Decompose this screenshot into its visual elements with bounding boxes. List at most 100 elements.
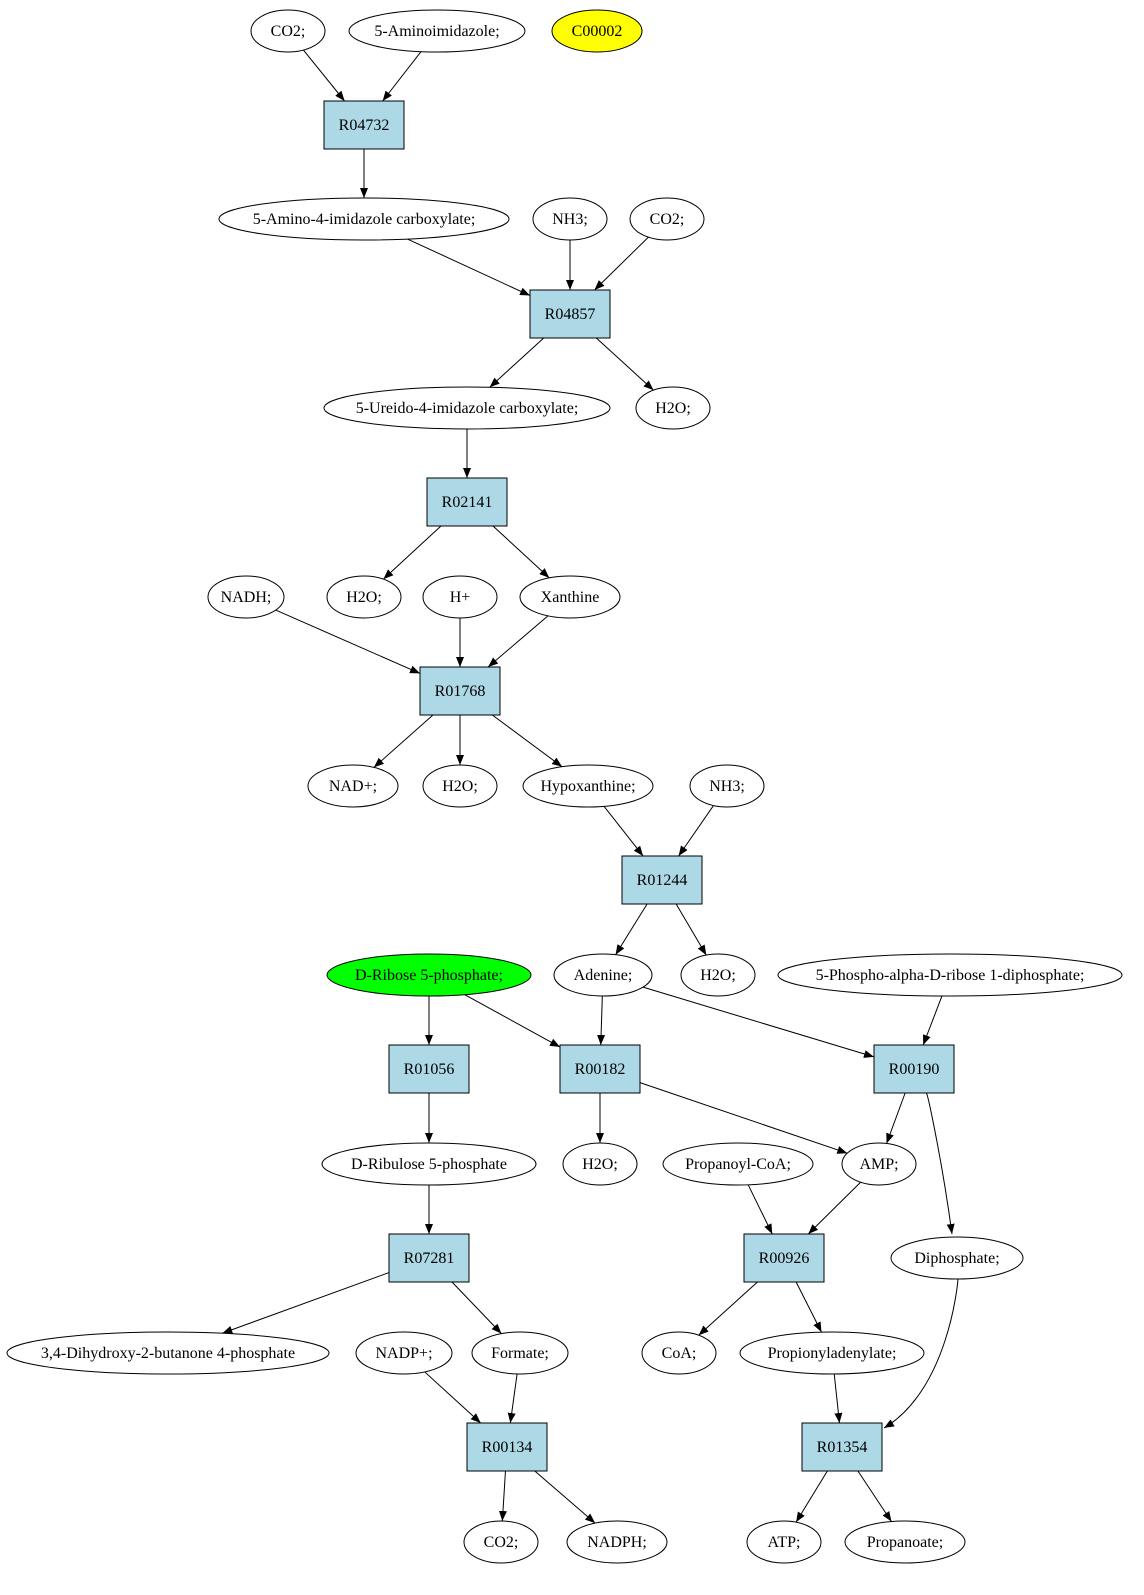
compound-ellipse [551,9,643,53]
edge-r01354-to-atp [795,1470,828,1523]
compound-ellipse [890,1236,1024,1280]
compound-node-nadh[interactable]: NADH; [207,575,285,619]
compound-node-nh3_a[interactable]: NH3; [532,197,608,241]
node-label: R00190 [889,1061,940,1078]
reaction-box [801,1422,883,1472]
compound-node-co2_c[interactable]: CO2; [463,1520,539,1564]
node-label: R04732 [339,117,390,134]
node-label: ATP; [768,1534,801,1551]
compound-node-ribose5p[interactable]: D-Ribose 5-phosphate; [326,953,532,997]
edge-co2_b-to-r04857 [594,236,649,291]
compound-node-h2o_a[interactable]: H2O; [635,386,711,430]
compound-ellipse [323,386,611,430]
node-label: Formate; [491,1345,549,1362]
compound-node-xanthine[interactable]: Xanthine [519,575,621,619]
edge-adenine-to-r00190 [642,986,875,1058]
compound-node-diphosphate[interactable]: Diphosphate; [890,1236,1024,1280]
compound-ellipse [532,197,608,241]
node-label: 3,4-Dihydroxy-2-butanone 4-phosphate [41,1345,295,1362]
node-label: Hypoxanthine; [540,778,635,795]
node-label: Adenine; [574,967,633,984]
reaction-node-r01354[interactable]: R01354 [801,1422,883,1472]
compound-node-hplus[interactable]: H+ [422,575,498,619]
node-label: D-Ribulose 5-phosphate [351,1156,507,1173]
compound-node-amino_carboxylate[interactable]: 5-Amino-4-imidazole carboxylate; [218,197,510,241]
node-label: R01056 [404,1061,455,1078]
compound-node-h2o_e[interactable]: H2O; [562,1142,638,1186]
node-label: Xanthine [541,589,600,606]
compound-node-propanoylcoa[interactable]: Propanoyl-CoA; [662,1142,814,1186]
reaction-node-r07281[interactable]: R07281 [388,1233,470,1283]
reaction-node-r00134[interactable]: R00134 [466,1422,548,1472]
reaction-node-r01768[interactable]: R01768 [419,666,501,716]
compound-node-atp[interactable]: ATP; [746,1520,822,1564]
node-label: NH3; [709,778,745,795]
edge-r00190-to-diphosphate [925,1092,955,1235]
edge-aminoimidazole-to-r04732 [382,51,422,102]
edges-layer [222,49,959,1524]
compound-ellipse [422,764,498,808]
edge-hypoxanthine-to-r01244 [603,806,644,857]
node-label: R01244 [637,872,688,889]
compound-node-ureido_carboxylate[interactable]: 5-Ureido-4-imidazole carboxylate; [323,386,611,430]
compound-node-formate[interactable]: Formate; [471,1331,569,1375]
reaction-box [743,1233,825,1283]
node-label: H2O; [442,778,478,795]
reaction-node-r00926[interactable]: R00926 [743,1233,825,1283]
node-label: CoA; [662,1345,697,1362]
reaction-box [419,666,501,716]
compound-node-propionyladenylate[interactable]: Propionyladenylate; [739,1331,925,1375]
compound-ellipse [250,9,326,53]
node-label: NADPH; [587,1534,647,1551]
compound-node-hypoxanthine[interactable]: Hypoxanthine; [522,764,654,808]
edge-r04857-to-h2o_a [595,337,654,391]
edge-r00134-to-nadph [534,1470,596,1524]
node-label: CO2; [650,211,685,228]
edge-co2_a-to-r04732 [303,49,345,102]
reaction-node-r01056[interactable]: R01056 [388,1044,470,1094]
reaction-node-r04857[interactable]: R04857 [529,289,611,339]
compound-node-h2o_d[interactable]: H2O; [680,953,756,997]
edge-ribose5p-to-r00182 [464,994,561,1048]
reaction-node-r00182[interactable]: R00182 [559,1044,641,1094]
edge-diphosphate-to-r01354 [883,1278,959,1429]
edge-r02141-to-xanthine [492,525,550,579]
compound-node-ribulose5p[interactable]: D-Ribulose 5-phosphate [321,1142,537,1186]
compound-node-coa[interactable]: CoA; [641,1331,717,1375]
node-label: R00134 [482,1439,533,1456]
compound-node-nadpplus[interactable]: NADP+; [355,1331,453,1375]
compound-node-adenine[interactable]: Adenine; [553,953,653,997]
compound-node-nadph[interactable]: NADPH; [566,1520,668,1564]
compound-node-co2_b[interactable]: CO2; [629,197,705,241]
compound-node-nadplus[interactable]: NAD+; [307,764,399,808]
reaction-node-r01244[interactable]: R01244 [621,855,703,905]
edge-r01768-to-nadplus [373,714,434,768]
reaction-box [873,1044,955,1094]
compound-ellipse [321,1142,537,1186]
edge-xanthine-to-r01768 [487,615,549,668]
reaction-box [559,1044,641,1094]
edge-adenine-to-r00182 [597,995,606,1046]
node-label: C00002 [572,23,623,40]
compound-node-amp[interactable]: AMP; [841,1142,917,1186]
compound-ellipse [422,575,498,619]
compound-node-nh3_b[interactable]: NH3; [689,764,765,808]
compound-node-co2_a[interactable]: CO2; [250,9,326,53]
edge-r07281-to-dihydroxybutanone [222,1272,390,1334]
compound-node-aminoimidazole[interactable]: 5-Aminoimidazole; [348,9,526,53]
node-label: R02141 [442,494,493,511]
compound-node-h2o_b[interactable]: H2O; [326,575,402,619]
reaction-box [388,1044,470,1094]
reaction-node-r02141[interactable]: R02141 [426,477,508,527]
node-label: NAD+; [329,778,377,795]
compound-node-propanoate[interactable]: Propanoate; [844,1520,966,1564]
compound-node-dihydroxybutanone[interactable]: 3,4-Dihydroxy-2-butanone 4-phosphate [6,1331,330,1375]
node-label: H2O; [655,400,691,417]
compound-node-prpp[interactable]: 5-Phospho-alpha-D-ribose 1-diphosphate; [777,953,1123,997]
compound-node-h2o_c[interactable]: H2O; [422,764,498,808]
compound-node-c00002[interactable]: C00002 [551,9,643,53]
compound-ellipse [662,1142,814,1186]
compound-ellipse [522,764,654,808]
reaction-node-r00190[interactable]: R00190 [873,1044,955,1094]
reaction-node-r04732[interactable]: R04732 [323,100,405,150]
